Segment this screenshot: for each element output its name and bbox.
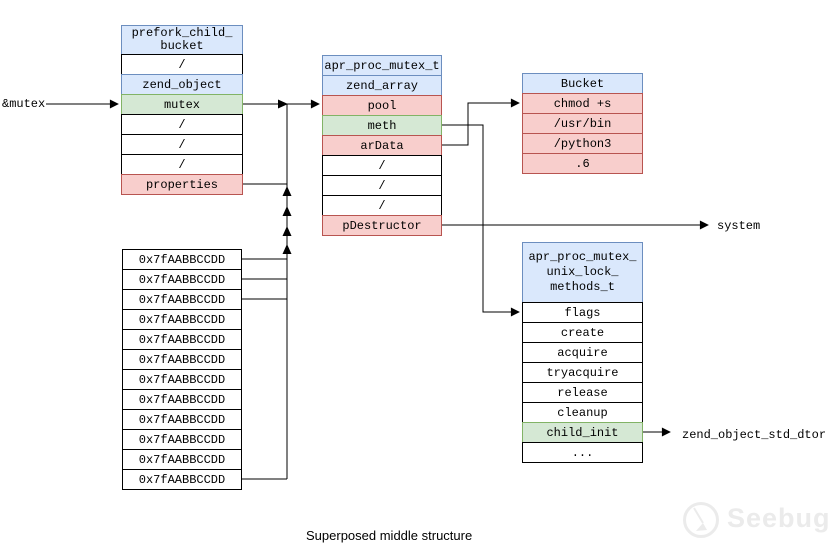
field-child-init: child_init bbox=[522, 422, 643, 443]
field-pdestructor: pDestructor bbox=[322, 215, 442, 236]
arrow-ardata-to-bucket bbox=[442, 98, 520, 146]
stack-address-cell: 0x7fAABBCCDD bbox=[122, 469, 242, 490]
prefork-child-bucket-struct: prefork_child_ bucket / zend_object mute… bbox=[121, 25, 243, 195]
lock-methods-struct: apr_proc_mutex_ unix_lock_ methods_t fla… bbox=[522, 242, 643, 463]
field-release: release bbox=[522, 382, 643, 403]
bucket-struct: Bucket chmod +s /usr/bin /python3 .6 bbox=[522, 73, 643, 174]
struct-title-line: prefork_child_ bbox=[131, 26, 233, 40]
field-acquire: acquire bbox=[522, 342, 643, 363]
stack-address-cell: 0x7fAABBCCDD bbox=[122, 249, 242, 270]
struct-title-zend-array: zend_array bbox=[322, 75, 442, 96]
diagram-caption: Superposed middle structure bbox=[306, 528, 473, 543]
field-ardata: arData bbox=[322, 135, 442, 156]
struct-title-lock-methods: apr_proc_mutex_ unix_lock_ methods_t bbox=[522, 242, 643, 303]
struct-title-bucket: Bucket bbox=[522, 73, 643, 94]
field-meth: meth bbox=[322, 115, 442, 136]
seebug-watermark-text: Seebug bbox=[727, 503, 830, 533]
label-zend-object-std-dtor: zend_object_std_dtor bbox=[682, 428, 827, 442]
field-empty: / bbox=[322, 175, 442, 196]
stack-address-cell: 0x7fAABBCCDD bbox=[122, 309, 242, 330]
field-create: create bbox=[522, 322, 643, 343]
field-pool: pool bbox=[322, 95, 442, 116]
field-flags: flags bbox=[522, 302, 643, 323]
stack-address-cell: 0x7fAABBCCDD bbox=[122, 429, 242, 450]
field-mutex: mutex bbox=[121, 94, 243, 115]
stack-address-cell: 0x7fAABBCCDD bbox=[122, 449, 242, 470]
field-empty: / bbox=[121, 114, 243, 135]
field-tryacquire: tryacquire bbox=[522, 362, 643, 383]
stack-address-cell: 0x7fAABBCCDD bbox=[122, 409, 242, 430]
stack-address-cell: 0x7fAABBCCDD bbox=[122, 349, 242, 370]
field-empty: / bbox=[121, 134, 243, 155]
stack-address-cell: 0x7fAABBCCDD bbox=[122, 369, 242, 390]
struct-title-apr-proc-mutex: apr_proc_mutex_t bbox=[322, 55, 442, 76]
stack-address-cell: 0x7fAABBCCDD bbox=[122, 389, 242, 410]
field-chmod: chmod +s bbox=[522, 93, 643, 114]
arrow-mutex-to-pool bbox=[243, 99, 320, 109]
field-empty: / bbox=[322, 195, 442, 216]
label-system: system bbox=[717, 219, 761, 233]
struct-title-line: bucket bbox=[160, 39, 204, 53]
struct-title-line: apr_proc_mutex_ bbox=[528, 250, 637, 264]
arrow-meth-to-lock-methods bbox=[442, 124, 520, 317]
field-dot6: .6 bbox=[522, 153, 643, 174]
struct-title-prefork: prefork_child_ bucket bbox=[121, 25, 243, 55]
label-amp-mutex: &mutex bbox=[2, 97, 46, 111]
field-usr-bin: /usr/bin bbox=[522, 113, 643, 134]
stack-address-cell: 0x7fAABBCCDD bbox=[122, 329, 242, 350]
seebug-logo-icon bbox=[683, 502, 719, 538]
address-stack: 0x7fAABBCCDD 0x7fAABBCCDD 0x7fAABBCCDD 0… bbox=[122, 249, 242, 490]
apr-proc-mutex-struct: apr_proc_mutex_t zend_array pool meth ar… bbox=[322, 55, 442, 236]
stack-address-cell: 0x7fAABBCCDD bbox=[122, 289, 242, 310]
struct-title-line: unix_lock_ bbox=[546, 265, 619, 279]
stack-address-cell: 0x7fAABBCCDD bbox=[122, 269, 242, 290]
field-python3: /python3 bbox=[522, 133, 643, 154]
field-empty: / bbox=[121, 54, 243, 75]
field-ellipsis: ... bbox=[522, 442, 643, 463]
field-zend-object: zend_object bbox=[121, 74, 243, 95]
field-empty: / bbox=[322, 155, 442, 176]
field-cleanup: cleanup bbox=[522, 402, 643, 423]
field-properties: properties bbox=[121, 174, 243, 195]
superposed-pointer-lines bbox=[242, 104, 292, 480]
field-empty: / bbox=[121, 154, 243, 175]
struct-title-line: methods_t bbox=[550, 280, 615, 294]
